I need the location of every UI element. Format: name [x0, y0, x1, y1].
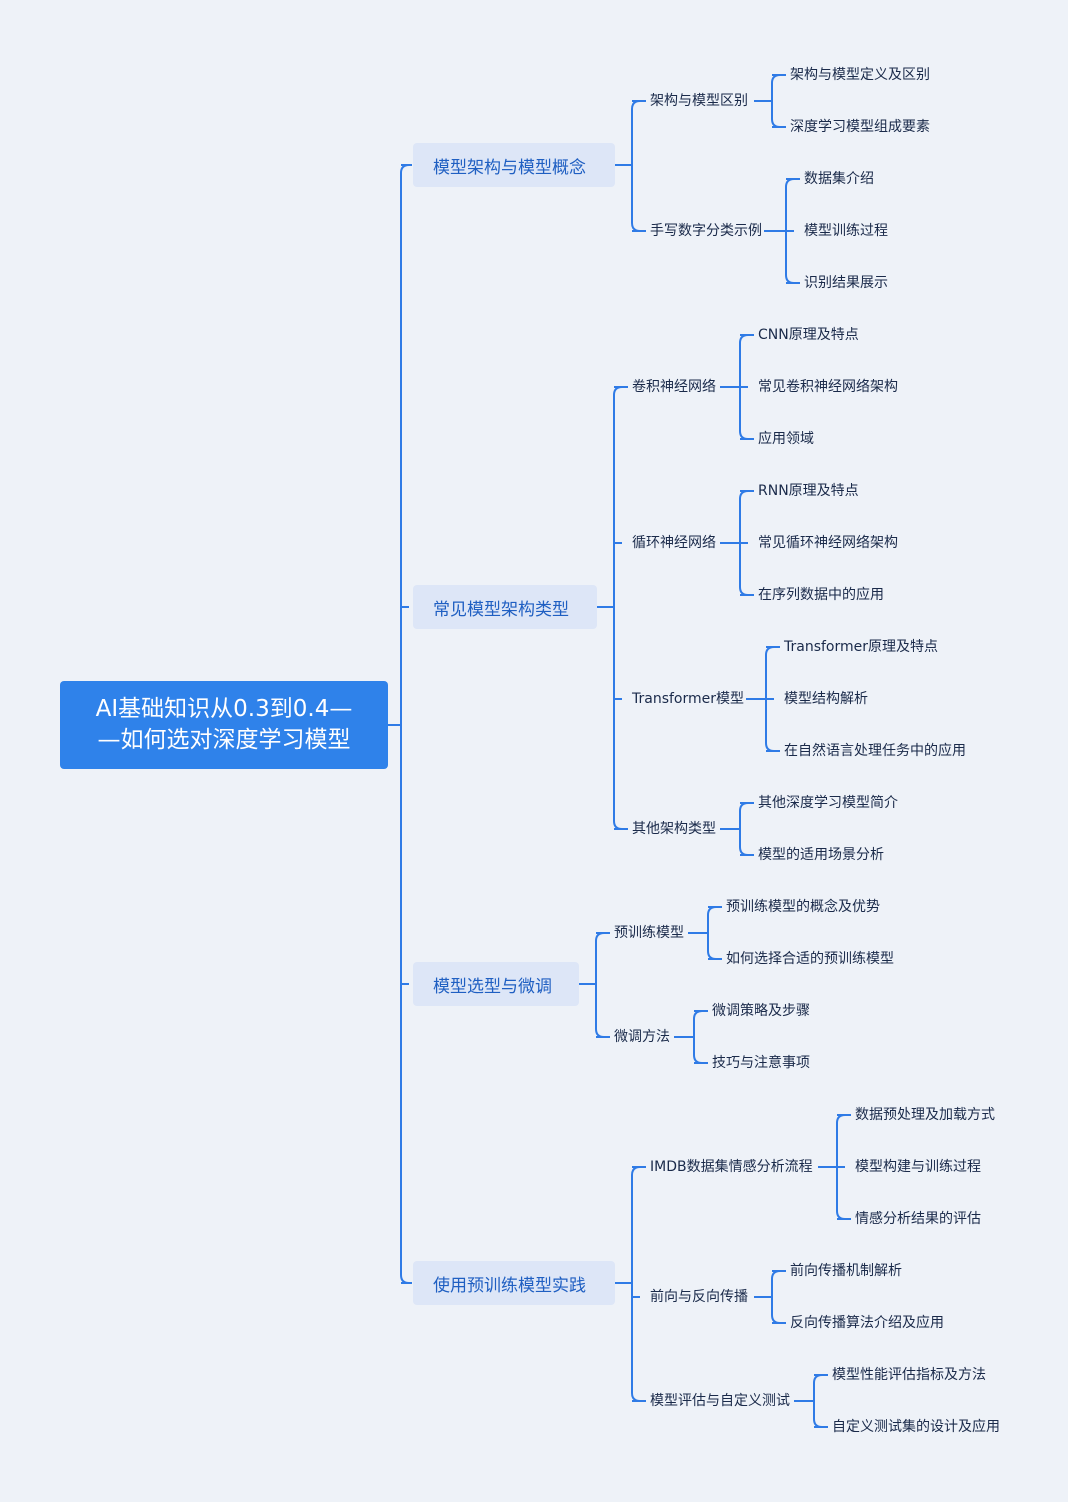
subtopic-1-3-connector-top [739, 802, 749, 829]
subtopic[interactable]: 卷积神经网络 [632, 379, 716, 395]
leaf-topic[interactable]: 预训练模型的概念及优势 [726, 899, 880, 915]
branch-topic[interactable]: 模型选型与微调 [413, 962, 579, 1006]
subtopic-3-1-connector-bottom [771, 1297, 781, 1324]
subtopic[interactable]: 架构与模型区别 [650, 93, 748, 109]
subtopic-1-3-connector-bottom [739, 829, 749, 856]
branch-3-connector-top [631, 1166, 641, 1283]
branch-topic[interactable]: 常见模型架构类型 [413, 585, 597, 629]
leaf-topic[interactable]: 模型构建与训练过程 [855, 1159, 981, 1175]
subtopic[interactable]: 微调方法 [614, 1029, 670, 1045]
subtopic-0-1-connector-top [785, 178, 795, 231]
subtopic-1-2-connector-top [765, 646, 775, 699]
root-connector-top [400, 164, 410, 725]
leaf-topic[interactable]: 前向传播机制解析 [790, 1263, 902, 1279]
leaf-topic[interactable]: 模型训练过程 [804, 223, 888, 239]
root-title-line-1: AI基础知识从0.3到0.4— [95, 696, 353, 722]
leaf-topic[interactable]: 微调策略及步骤 [712, 1003, 810, 1019]
branch-1-connector-bottom [613, 607, 623, 830]
subtopic-1-2-connector-bottom [765, 699, 775, 752]
subtopic[interactable]: 前向与反向传播 [650, 1289, 748, 1305]
subtopic-3-0-connector-top [836, 1114, 846, 1167]
leaf-topic[interactable]: 应用领域 [758, 431, 814, 447]
leaf-topic[interactable]: 识别结果展示 [804, 275, 888, 291]
subtopic[interactable]: IMDB数据集情感分析流程 [650, 1159, 813, 1175]
subtopic-0-0-connector-bottom [771, 101, 781, 128]
leaf-topic[interactable]: Transformer原理及特点 [784, 639, 939, 655]
subtopic[interactable]: 手写数字分类示例 [650, 223, 762, 239]
root-topic[interactable]: AI基础知识从0.3到0.4— —如何选对深度学习模型 [60, 681, 388, 769]
subtopic-1-1-connector-bottom [739, 543, 749, 596]
leaf-topic[interactable]: 其他深度学习模型简介 [758, 795, 898, 811]
leaf-topic[interactable]: 常见循环神经网络架构 [758, 535, 898, 551]
subtopic-2-1-connector-top [693, 1010, 703, 1037]
leaf-topic[interactable]: 数据集介绍 [804, 171, 874, 187]
subtopic-0-1-connector-bottom [785, 231, 795, 284]
leaf-topic[interactable]: 模型结构解析 [784, 691, 868, 707]
subtopic[interactable]: 模型评估与自定义测试 [650, 1393, 790, 1409]
root-title-line-2: —如何选对深度学习模型 [97, 727, 351, 753]
subtopic-3-1-connector-top [771, 1270, 781, 1297]
subtopic-0-0-connector-top [771, 74, 781, 101]
leaf-topic[interactable]: 情感分析结果的评估 [855, 1211, 981, 1227]
leaf-topic[interactable]: 架构与模型定义及区别 [790, 67, 930, 83]
subtopic-2-1-connector-bottom [693, 1037, 703, 1064]
branch-2-connector-bottom [595, 984, 605, 1038]
subtopic-3-2-connector-bottom [813, 1401, 823, 1428]
subtopic[interactable]: 其他架构类型 [632, 821, 716, 837]
leaf-topic[interactable]: 自定义测试集的设计及应用 [832, 1419, 1000, 1435]
branch-1-connector-top [613, 386, 623, 607]
subtopic[interactable]: Transformer模型 [632, 691, 745, 707]
subtopic-3-2-connector-top [813, 1374, 823, 1401]
subtopic-2-0-connector-top [707, 906, 717, 933]
subtopic-1-0-connector-top [739, 334, 749, 387]
branch-topic[interactable]: 使用预训练模型实践 [413, 1261, 615, 1305]
leaf-topic[interactable]: 在序列数据中的应用 [758, 587, 884, 603]
branch-3-connector-bottom [631, 1283, 641, 1402]
leaf-topic[interactable]: 深度学习模型组成要素 [790, 119, 930, 135]
subtopic-1-0-connector-bottom [739, 387, 749, 440]
leaf-topic[interactable]: 如何选择合适的预训练模型 [726, 951, 894, 967]
subtopic-1-1-connector-top [739, 490, 749, 543]
subtopic-2-0-connector-bottom [707, 933, 717, 960]
subtopic[interactable]: 预训练模型 [614, 925, 684, 941]
branch-0-connector-bottom [631, 165, 641, 232]
branch-topic[interactable]: 模型架构与模型概念 [413, 143, 615, 187]
leaf-topic[interactable]: 常见卷积神经网络架构 [758, 379, 898, 395]
subtopic-3-0-connector-bottom [836, 1167, 846, 1220]
leaf-topic[interactable]: 反向传播算法介绍及应用 [790, 1315, 944, 1331]
leaf-topic[interactable]: 技巧与注意事项 [712, 1055, 810, 1071]
branch-2-connector-top [595, 932, 605, 984]
leaf-topic[interactable]: 模型的适用场景分析 [758, 847, 884, 863]
branch-0-connector-top [631, 100, 641, 165]
leaf-topic[interactable]: 模型性能评估指标及方法 [832, 1367, 986, 1383]
leaf-topic[interactable]: 数据预处理及加载方式 [855, 1107, 995, 1123]
leaf-topic[interactable]: 在自然语言处理任务中的应用 [784, 743, 966, 759]
leaf-topic[interactable]: CNN原理及特点 [758, 327, 859, 343]
leaf-topic[interactable]: RNN原理及特点 [758, 483, 859, 499]
subtopic[interactable]: 循环神经网络 [632, 535, 716, 551]
root-connector-bottom [400, 725, 410, 1284]
